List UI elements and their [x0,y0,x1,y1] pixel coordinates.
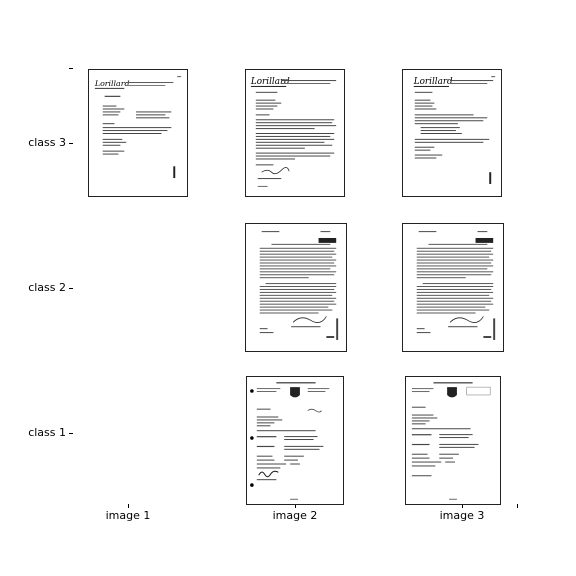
document-thumbnail-class2-image3 [402,223,504,352]
col-tick-image-3 [462,504,463,508]
lorillard-logo: Lorillard [250,77,290,87]
document-thumbnail-class1-image2 [246,376,344,505]
letterhead-letter-page: Lorillard [250,77,337,187]
crest-icon [447,387,457,398]
row-tick-class-1 [69,433,73,434]
letterhead-memo-page: Lorillard [94,76,182,179]
col-label-image-3: image 3 [439,509,485,522]
col-tick-image-2 [295,504,296,508]
typed-report-page [416,231,496,340]
document-thumbnail-class1-image3 [405,376,501,505]
row-label-class-2: class 2 [28,281,66,294]
document-thumbnail-class2-image2 [245,223,347,352]
document-thumbnail-class3-image1: Lorillard [88,69,188,197]
axis-tick-right [517,504,518,508]
row-label-class-3: class 3 [28,136,66,149]
document-thumbnail-class3-image2: Lorillard [245,69,345,197]
form-certificate-page [250,382,330,500]
row-label-class-1: class 1 [28,426,66,439]
typed-report-page [259,231,339,340]
col-tick-image-1 [128,504,129,508]
lorillard-logo: Lorillard [413,77,453,87]
document-thumbnail-class3-image3: Lorillard [402,69,502,197]
form-certificate-page [411,382,491,500]
axis-tick-top [69,68,73,69]
col-label-image-2: image 2 [272,509,318,522]
crest-icon [290,387,300,398]
row-tick-class-3 [69,143,73,144]
row-tick-class-2 [69,288,73,289]
col-label-image-1: image 1 [105,509,151,522]
letterhead-letter-page: Lorillard [413,76,496,184]
lorillard-logo: Lorillard [94,79,130,88]
